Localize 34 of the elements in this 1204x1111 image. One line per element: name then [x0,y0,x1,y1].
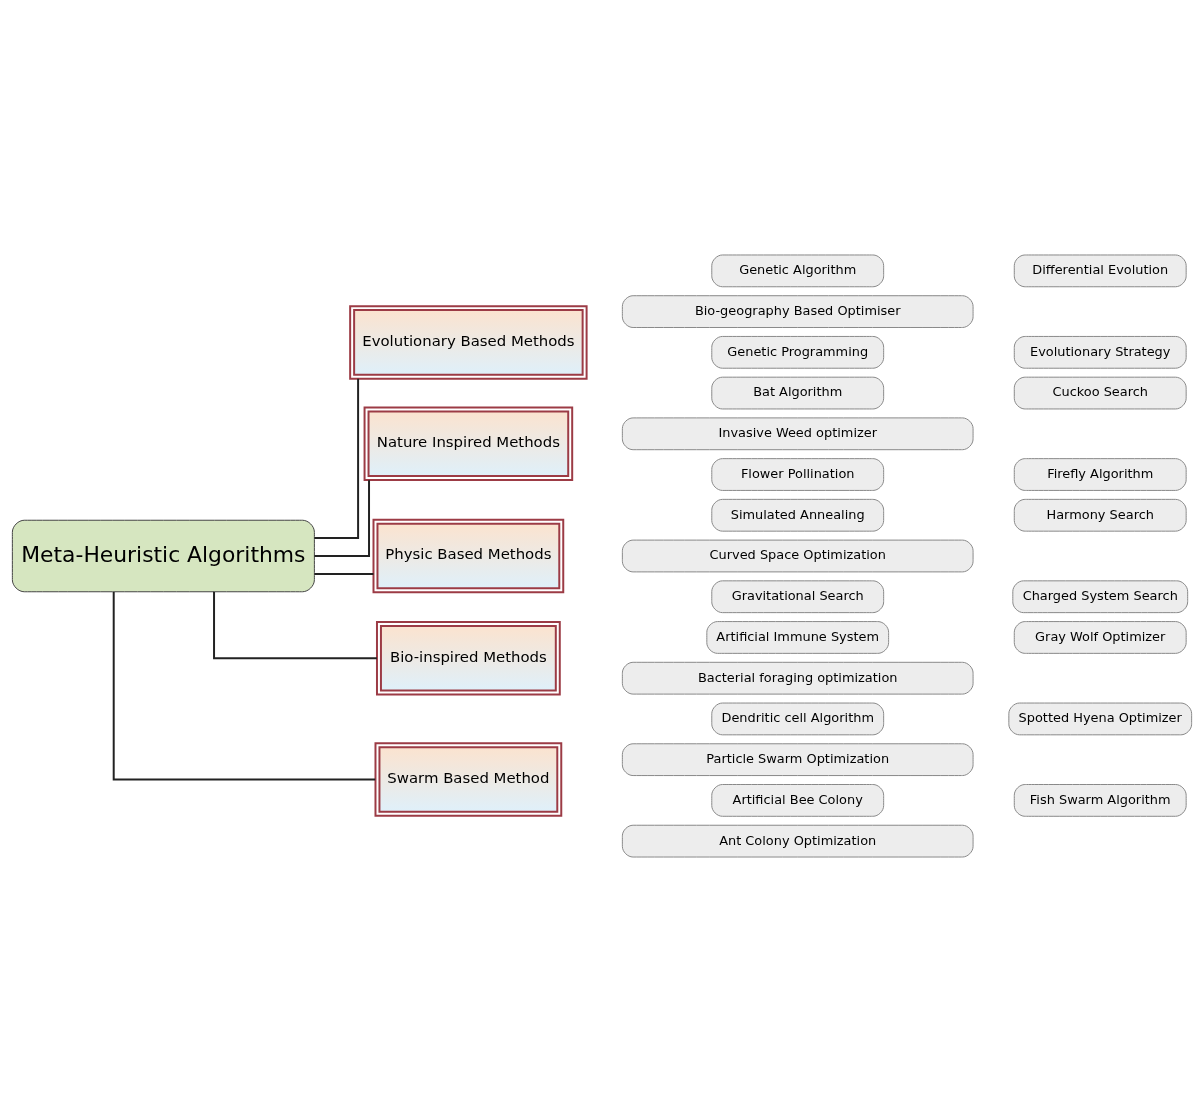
node-box: Evolutionary Strategy [1013,335,1187,369]
node-box: Simulated Annealing [711,498,885,532]
node-box: Harmony Search [1013,498,1187,532]
node-box: Genetic Programming [711,335,885,369]
node-box: Meta-Heuristic Algorithms [11,519,315,592]
node-box: Particle Swarm Optimization [621,742,974,776]
node-box: Bat Algorithm [711,376,885,409]
node-box: Fish Swarm Algorithm [1013,783,1187,817]
node-box: Dendritic cell Algorithm [711,702,885,735]
node-box: Invasive Weed optimizer [621,416,974,450]
connector [213,590,378,659]
connector [313,478,371,557]
node-box: Charged System Search [1012,579,1189,613]
node-box: Ant Colony Optimization [621,824,974,858]
node-box: Cuckoo Search [1013,376,1187,409]
node-box: Evolutionary Based Methods [349,304,588,380]
node-box: Nature Inspired Methods [363,405,574,481]
node-box: Physic Based Methods [372,518,565,593]
connector [112,590,377,781]
node-box: Bacterial foraging optimization [621,661,974,695]
node-box: Flower Pollination [711,457,885,491]
connector [313,377,360,539]
node-box: Genetic Algorithm [711,253,885,287]
node-box: Firefly Algorithm [1013,457,1187,491]
node-box: Spotted Hyena Optimizer [1008,702,1193,735]
node-box: Curved Space Optimization [621,539,974,572]
node-box: Differential Evolution [1013,253,1187,287]
node-box: Swarm Based Method [374,741,563,817]
node-box: Artificial Bee Colony [711,783,885,817]
node-box: Gray Wolf Optimizer [1013,620,1187,654]
node-box: Artificial Immune System [706,620,890,654]
connector [313,572,375,575]
node-box: Bio-geography Based Optimiser [621,294,974,328]
node-box: Gravitational Search [711,579,885,613]
